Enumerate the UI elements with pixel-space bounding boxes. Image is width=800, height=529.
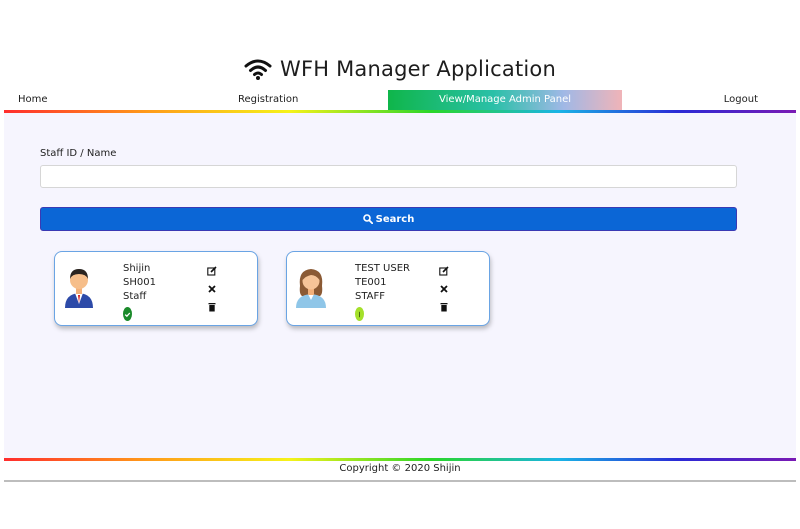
close-icon[interactable] xyxy=(439,284,449,294)
nav-logout[interactable]: Logout xyxy=(723,94,758,105)
page-title: WFH Manager Application xyxy=(280,57,556,81)
app-header: WFH Manager Application xyxy=(0,52,800,86)
card-actions xyxy=(207,266,219,320)
staff-role: Staff xyxy=(123,291,147,302)
card-actions xyxy=(439,266,451,320)
edit-icon[interactable] xyxy=(439,266,449,276)
staff-id: SH001 xyxy=(123,277,156,288)
nav-admin-panel[interactable]: View/Manage Admin Panel xyxy=(388,90,622,110)
staff-card: Shijin SH001 Staff xyxy=(54,251,258,326)
search-button[interactable]: Search xyxy=(40,207,737,231)
admin-panel: Staff ID / Name Search Shijin SH001 Staf… xyxy=(4,113,796,458)
footer-divider xyxy=(4,458,796,461)
bottom-bar xyxy=(4,480,796,482)
female-avatar-icon xyxy=(296,269,326,308)
search-button-label: Search xyxy=(375,213,415,225)
staff-info: Shijin SH001 Staff xyxy=(123,262,156,321)
nav-registration[interactable]: Registration xyxy=(238,94,299,105)
trash-icon[interactable] xyxy=(439,302,449,312)
search-input[interactable] xyxy=(40,165,737,188)
trash-icon[interactable] xyxy=(207,302,217,312)
close-icon[interactable] xyxy=(207,284,217,294)
staff-role: STAFF xyxy=(355,291,386,302)
search-label: Staff ID / Name xyxy=(40,148,117,159)
search-icon xyxy=(362,214,373,224)
footer-copyright: Copyright © 2020 Shijin xyxy=(339,463,461,474)
staff-id: TE001 xyxy=(355,277,387,288)
nav-divider xyxy=(4,110,796,113)
edit-icon[interactable] xyxy=(207,266,217,276)
status-pending-icon xyxy=(355,307,364,321)
staff-name: Shijin xyxy=(123,263,151,274)
staff-name: TEST USER xyxy=(355,263,410,274)
status-check-icon xyxy=(123,307,132,321)
staff-card: TEST USER TE001 STAFF xyxy=(286,251,490,326)
wifi-icon xyxy=(244,59,272,80)
male-avatar-icon xyxy=(65,269,93,308)
staff-info: TEST USER TE001 STAFF xyxy=(355,262,410,321)
main-nav: Home Registration View/Manage Admin Pane… xyxy=(4,90,796,110)
nav-home[interactable]: Home xyxy=(18,94,48,105)
